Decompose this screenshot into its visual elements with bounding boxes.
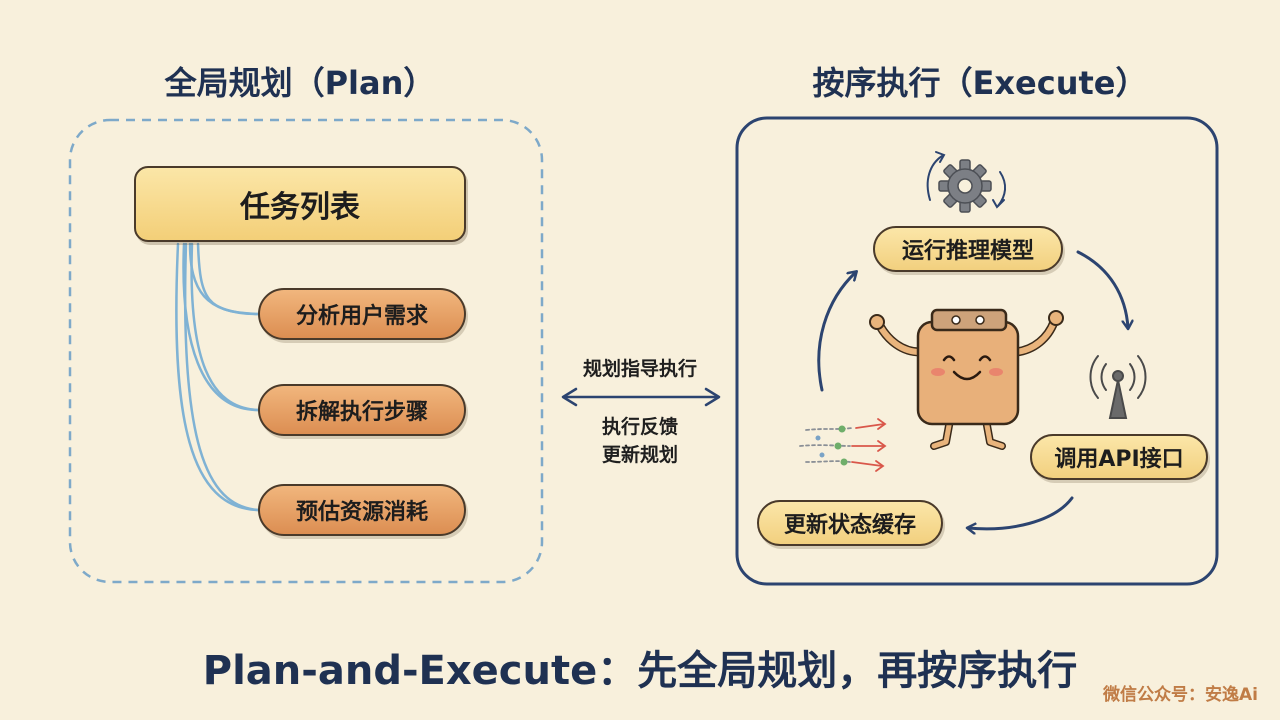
antenna-icon <box>1089 355 1147 419</box>
execution-feedback-label: 执行反馈 <box>601 416 678 438</box>
update-plan-label: 更新规划 <box>601 444 678 466</box>
bidirectional-arrow <box>561 387 721 407</box>
plan-title: 全局规划（Plan） <box>164 64 436 102</box>
subtask-decompose-steps: 拆解执行步骤 <box>258 384 466 436</box>
execute-title: 按序执行（Execute） <box>812 64 1148 102</box>
watermark: 微信公众号：安逸Ai <box>1103 685 1258 705</box>
gear-icon <box>938 159 992 213</box>
plan-panel-border <box>68 118 544 584</box>
step-update-state-cache: 更新状态缓存 <box>757 500 943 546</box>
plan-guides-execution-label: 规划指导执行 <box>582 358 697 380</box>
execute-panel-border <box>735 116 1219 586</box>
data-flow-icon <box>799 418 887 472</box>
step-call-api: 调用API接口 <box>1030 434 1208 480</box>
subtask-analyze-requirements: 分析用户需求 <box>258 288 466 340</box>
step-run-inference-model: 运行推理模型 <box>873 226 1063 272</box>
tree-connectors <box>175 242 260 512</box>
cycle-arrows <box>817 250 1128 529</box>
task-list-box: 任务列表 <box>134 166 466 242</box>
robot-mascot <box>869 308 1064 450</box>
subtask-estimate-resources: 预估资源消耗 <box>258 484 466 536</box>
gear-rotation-arrows <box>926 151 1006 209</box>
main-caption: Plan-and-Execute：先全局规划，再按序执行 <box>202 648 1078 694</box>
